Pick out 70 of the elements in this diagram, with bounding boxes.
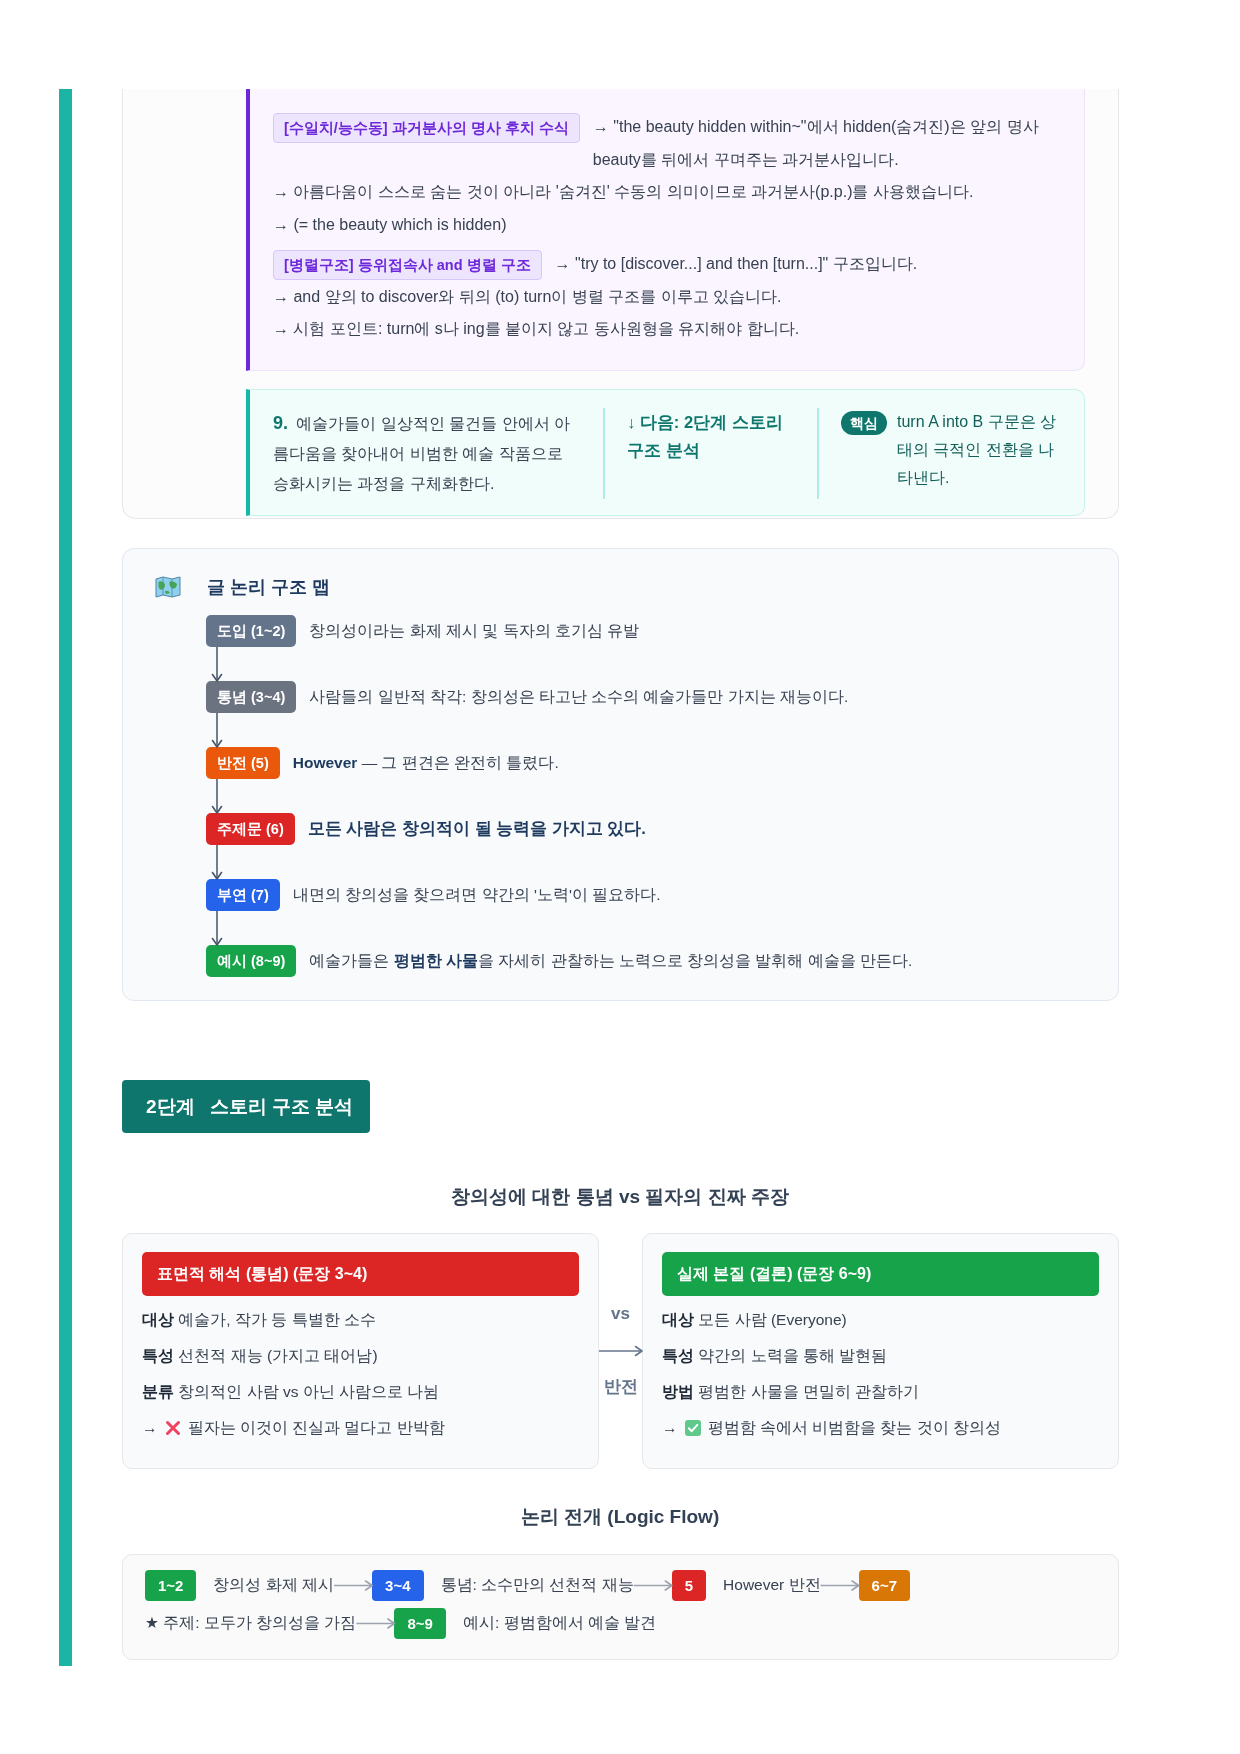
stage-badge: 주제문 (6) (206, 813, 295, 845)
section-header-bar (122, 1080, 370, 1133)
arrow (355, 1618, 396, 1629)
stage-description: 내면의 창의성을 찾으려면 약간의 '노력'이 필요하다. (292, 884, 661, 905)
step-text: However 반전 (723, 1575, 821, 1596)
row-text: 대상 모든 사람 (Everyone) (662, 1309, 847, 1330)
explanation-text: → and 앞의 to discover와 뒤의 (to) turn이 병렬 구조를 이루고 있습니다. (273, 286, 783, 307)
step-chip: 1~2 (145, 1570, 197, 1601)
row-text: 평범함 속에서 비범함을 찾는 것이 창의성 (707, 1417, 1002, 1438)
step-chip: 5 (671, 1570, 707, 1601)
step-text: 창의성 화제 제시 (213, 1575, 335, 1596)
stage-description: 사람들의 일반적 착각: 창의성은 타고난 소수의 예술가들만 가지는 재능이다. (309, 686, 849, 707)
step-chip: 3~4 (372, 1570, 424, 1601)
summary-box (246, 389, 1085, 516)
stage-description: 창의성이라는 화제 제시 및 독자의 호기심 유발 (309, 620, 640, 641)
stage-description: However — 그 편견은 완전히 틀렸다. (292, 752, 559, 773)
subsection-heading: 창의성에 대한 통념 vs 필자의 진짜 주장 (451, 1185, 789, 1209)
stage-badge: 예시 (8~9) (206, 945, 297, 977)
stage-badge: 반전 (5) (206, 747, 280, 779)
bullet-arrow: → (662, 1419, 678, 1437)
arrow (333, 1580, 373, 1591)
explanation-text: → 시험 포인트: turn에 s나 ing를 붙이지 않고 동사원형을 유지해야 합니다. (273, 319, 801, 339)
step-text: 예시: 평범함에서 예술 발견 (462, 1613, 657, 1634)
stage-badge: 도입 (1~2) (206, 615, 297, 647)
card-header-bar: 실제 본질 (결론) (문장 6~9) (662, 1252, 1099, 1296)
versus-label: vs (611, 1303, 630, 1325)
grammar-tag: [병렬구조] 등위접속사 and 병렬 구조 (273, 250, 542, 280)
card-title: 글 논리 구조 맵 (207, 576, 330, 599)
arrow (211, 778, 223, 814)
stage-badge: 부연 (7) (206, 879, 280, 911)
arrow (211, 844, 223, 880)
explanation-text: → (= the beauty which is hidden) (273, 214, 508, 235)
explanation-text: → "try to [discover...] and then [turn...]" 구조입니다. (554, 254, 919, 274)
stage-description: 모든 사람은 창의적이 될 능력을 가지고 있다. (307, 818, 646, 839)
stage-description: 예술가들은 평범한 사물을 자세히 관찰하는 노력으로 창의성을 발휘해 예술을 만든다. (309, 950, 913, 971)
logic-flow-panel (122, 1554, 1119, 1660)
stage-badge: 통념 (3~4) (206, 681, 297, 713)
row-text: 특성 약간의 노력을 통해 발현됨 (662, 1345, 888, 1366)
card-header-bar: 표면적 해석 (통념) (문장 3~4) (142, 1252, 579, 1296)
explanation-text: → "the beauty hidden within~"에서 hidden(숨겨진)은 앞의 명사 beauty를 뒤에서 꾸며주는 과거분사입니다. (592, 117, 1040, 170)
subsection-heading: 논리 전개 (Logic Flow) (520, 1505, 720, 1529)
step-chip: 6~7 (858, 1570, 911, 1601)
next-step-text: ↓ 다음: 2단계 스토리 구조 분석 (627, 412, 784, 461)
summary-text: 9. 예술가들이 일상적인 물건들 안에서 아름다움을 찾아내어 비범한 예술 작품으로 승화시키는 과정을 구체화한다. (273, 412, 572, 494)
step-text: 통념: 소수만의 선천적 재능 (440, 1575, 634, 1596)
step-text: ★ 주제: 모두가 창의성을 가짐 (145, 1613, 357, 1634)
row-text: 필자는 이것이 진실과 멀다고 반박함 (187, 1417, 445, 1438)
bullet-arrow: → (142, 1419, 158, 1437)
key-tag: 핵심 (841, 411, 887, 435)
arrow (211, 712, 223, 748)
row-text: 특성 선천적 재능 (가지고 태어남) (142, 1345, 378, 1366)
arrow (598, 1345, 643, 1357)
row-text: 방법 평범한 사물을 면밀히 관찰하기 (662, 1381, 920, 1402)
logic-map-card (122, 548, 1119, 1001)
section-title: 스토리 구조 분석 (209, 1094, 354, 1119)
comparison-card (122, 1233, 599, 1469)
section-number: 2단계 (146, 1094, 195, 1119)
step-chip: 8~9 (394, 1608, 446, 1639)
key-point-text: turn A into B 구문은 상태의 극적인 전환을 나타낸다. (897, 412, 1058, 488)
explanation-text: → 아름다움이 스스로 숨는 것이 아니라 '숨겨진' 수동의 의미이므로 과거분사(p.p.)를 사용했습니다. (273, 182, 975, 202)
content-card (122, 89, 1119, 519)
arrow (633, 1580, 673, 1591)
note-box (246, 89, 1085, 371)
row-text: 대상 예술가, 작가 등 특별한 소수 (142, 1309, 376, 1330)
arrow (211, 910, 223, 946)
arrow (211, 646, 223, 682)
grammar-tag: [수일치/능수동] 과거분사의 명사 후치 수식 (273, 113, 580, 143)
comparison-card (642, 1233, 1119, 1469)
row-text: 분류 창의적인 사람 vs 아닌 사람으로 나뉨 (142, 1381, 440, 1402)
arrow (819, 1580, 860, 1591)
